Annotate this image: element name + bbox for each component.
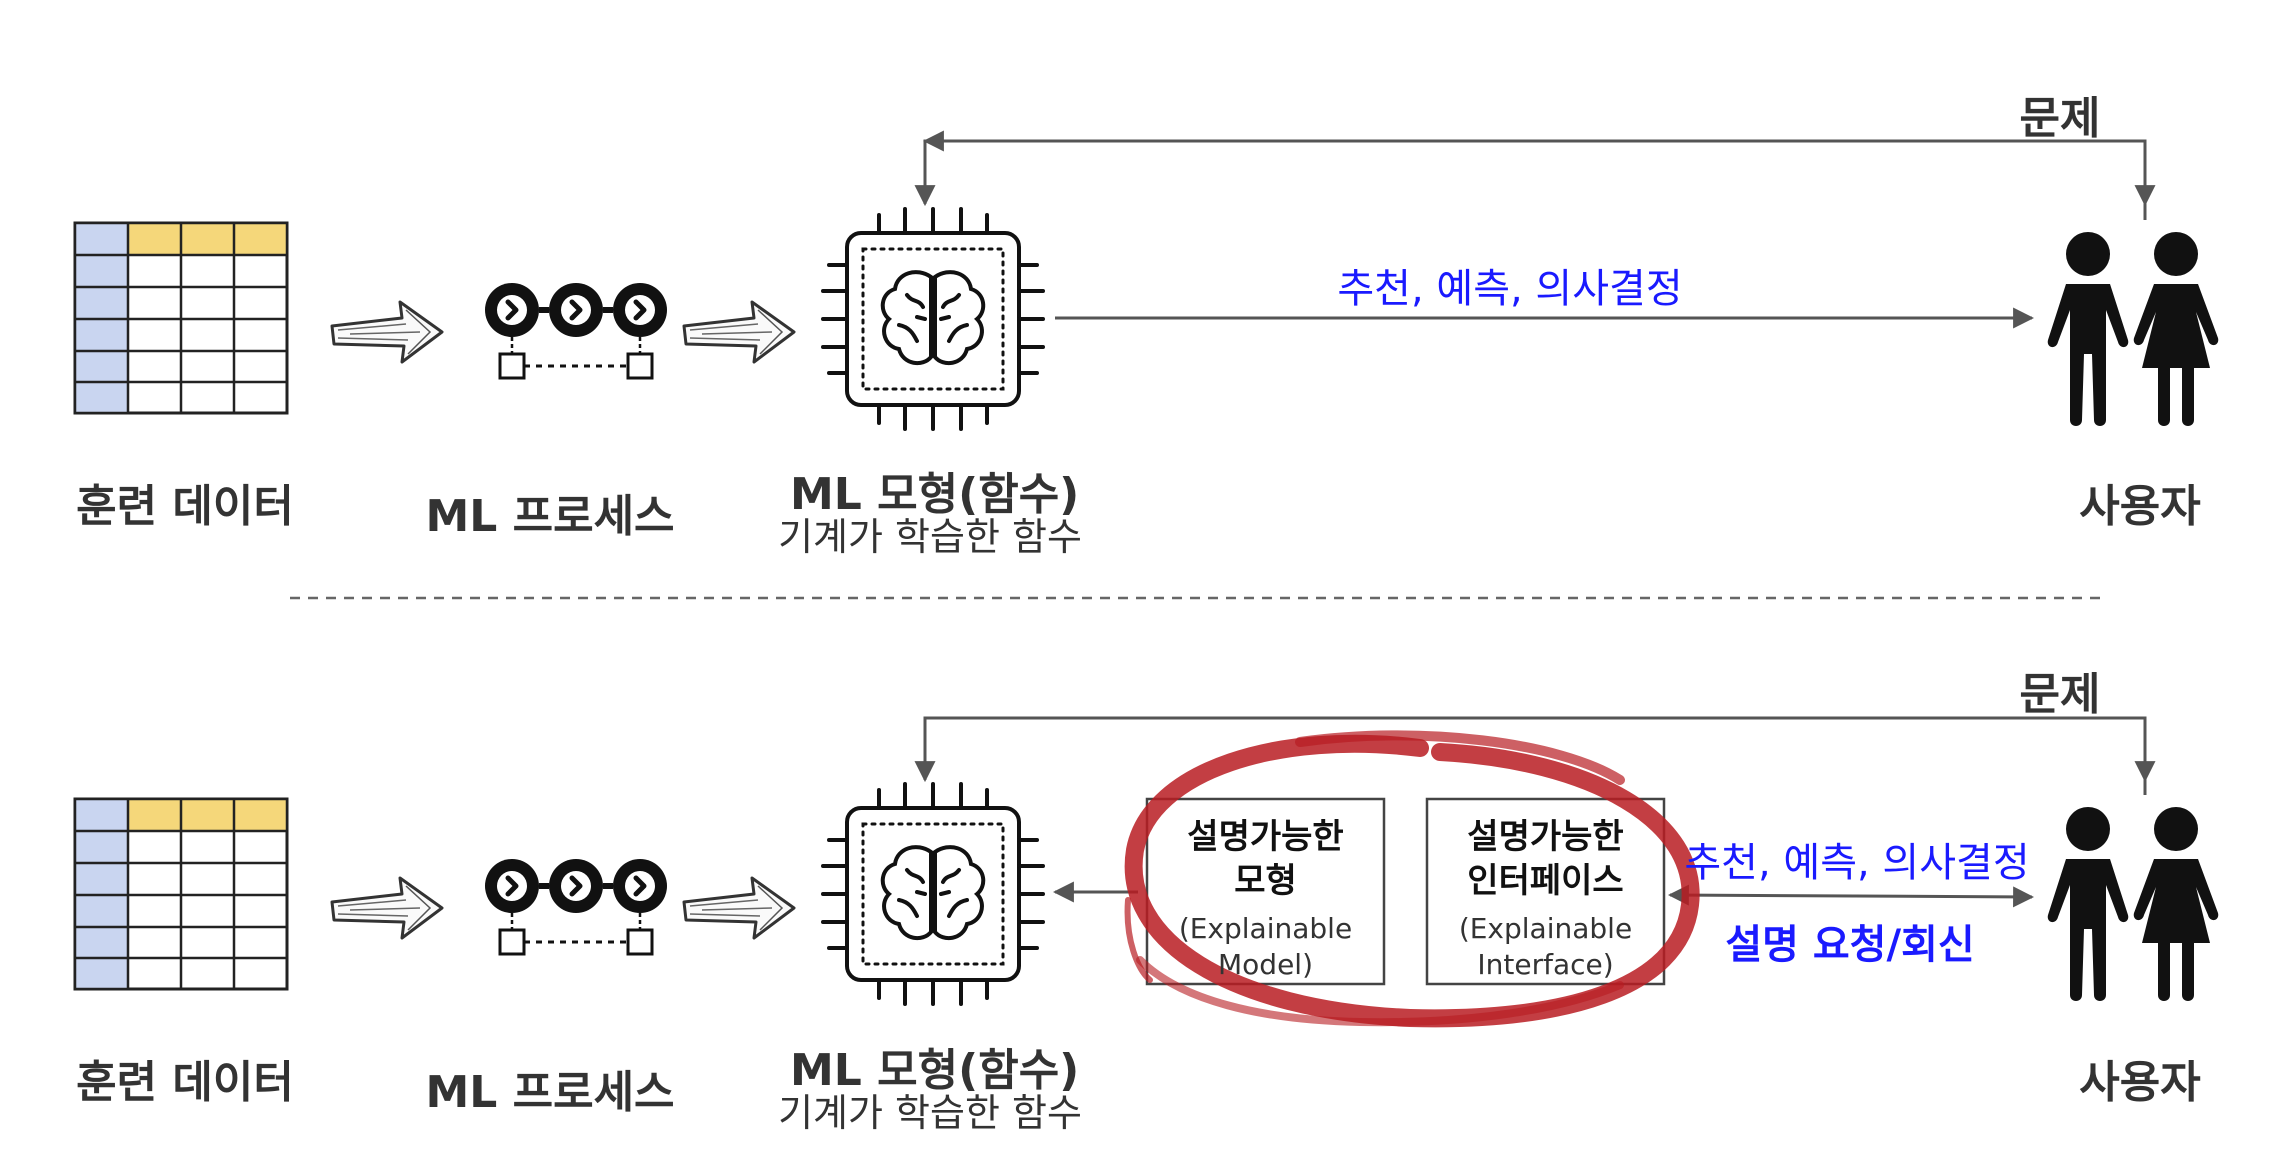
- ml-model-label: ML 모형(함수): [790, 1045, 1080, 1096]
- explainable-model-title-line2: 모형: [1234, 861, 1297, 901]
- ml-model-sublabel: 기계가 학습한 함수: [778, 515, 1082, 559]
- hand-drawn-arrow-icon: [682, 876, 796, 940]
- explainable-model-sub-line1: (Explainable: [1178, 912, 1353, 945]
- user-label: 사용자: [2079, 1057, 2201, 1108]
- interface-user-arrow: [1667, 884, 2035, 908]
- explainable-interface-title-line1: 설명가능한: [1467, 817, 1624, 857]
- bottom-pipeline: [73, 716, 2219, 1028]
- ml-process-label: ML 프로세스: [425, 491, 675, 542]
- explain-request-label: 설명 요청/회신: [1725, 922, 1975, 968]
- users-icon: [2047, 807, 2219, 1001]
- recommend-label: 추천, 예측, 의사결정: [1337, 266, 1683, 312]
- explainable-interface-sub-line2: Interface): [1477, 948, 1614, 981]
- ml-process-label: ML 프로세스: [425, 1067, 675, 1118]
- pipeline-icon: [485, 283, 667, 378]
- explainable-interface-text: 설명가능한 인터페이스 (Explainable Interface): [1427, 815, 1664, 983]
- explainable-interface-sub-line1: (Explainable: [1458, 912, 1633, 945]
- recommend-label: 추천, 예측, 의사결정: [1684, 840, 2030, 886]
- explainable-model-text: 설명가능한 모형 (Explainable Model): [1147, 815, 1384, 983]
- training-data-label: 훈련 데이터: [76, 481, 294, 532]
- highlight-circle: [1124, 730, 1700, 1028]
- hand-drawn-arrow-icon: [682, 300, 796, 364]
- ai-chip-brain-icon: [821, 207, 1045, 431]
- problem-label: 문제: [2019, 93, 2101, 144]
- hand-drawn-arrow-icon: [330, 876, 444, 940]
- ai-chip-brain-icon: [821, 782, 1045, 1006]
- ml-model-sublabel: 기계가 학습한 함수: [778, 1091, 1082, 1135]
- table-icon: [73, 221, 289, 415]
- pipeline-icon: [485, 859, 667, 954]
- top-pipeline: [73, 139, 2219, 431]
- explainable-interface-title-line2: 인터페이스: [1467, 861, 1624, 901]
- explainable-interface-box: [1425, 797, 1666, 986]
- hand-drawn-arrow-icon: [330, 300, 444, 364]
- training-data-label: 훈련 데이터: [76, 1057, 294, 1108]
- table-icon: [73, 797, 289, 991]
- explainable-model-sub-line2: Model): [1218, 948, 1313, 981]
- users-icon: [2047, 232, 2219, 426]
- explainable-model-title-line1: 설명가능한: [1187, 817, 1344, 857]
- ml-model-label: ML 모형(함수): [790, 469, 1080, 520]
- problem-arrow: [914, 139, 2147, 220]
- problem-label: 문제: [2019, 669, 2101, 720]
- user-label: 사용자: [2079, 481, 2201, 532]
